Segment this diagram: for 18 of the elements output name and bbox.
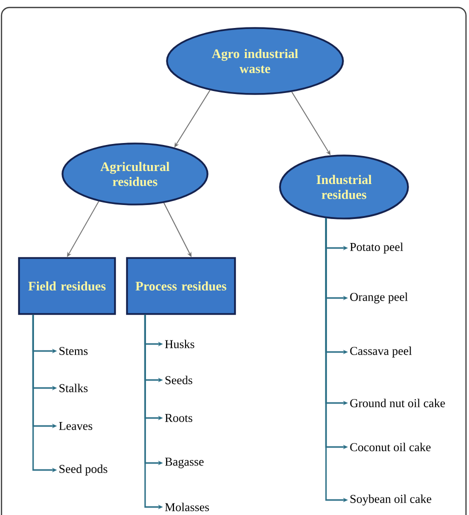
item-label: Cassava peel [350, 346, 412, 358]
category-box: Process residues [126, 257, 236, 315]
item-label: Soybean oil cake [350, 494, 432, 506]
item-label: Coconut oil cake [350, 442, 431, 452]
item-label: Stalks [60, 384, 88, 392]
item-label: Seed pods [60, 464, 108, 476]
item-label: Roots [165, 414, 192, 422]
item-label: Stems [60, 346, 88, 356]
item-label: Ground nut oil cake [350, 398, 445, 408]
category-box: Field residues [18, 257, 116, 315]
item-label: Seeds [166, 376, 192, 384]
item-label: Leaves [59, 422, 92, 430]
item-label: Potato peel [350, 242, 404, 254]
item-label: Molasses [165, 502, 209, 512]
item-label: Husks [165, 340, 194, 348]
item-label: Bagasse [165, 458, 204, 468]
arrow [174, 90, 210, 148]
item-label: Orange peel [350, 292, 408, 304]
